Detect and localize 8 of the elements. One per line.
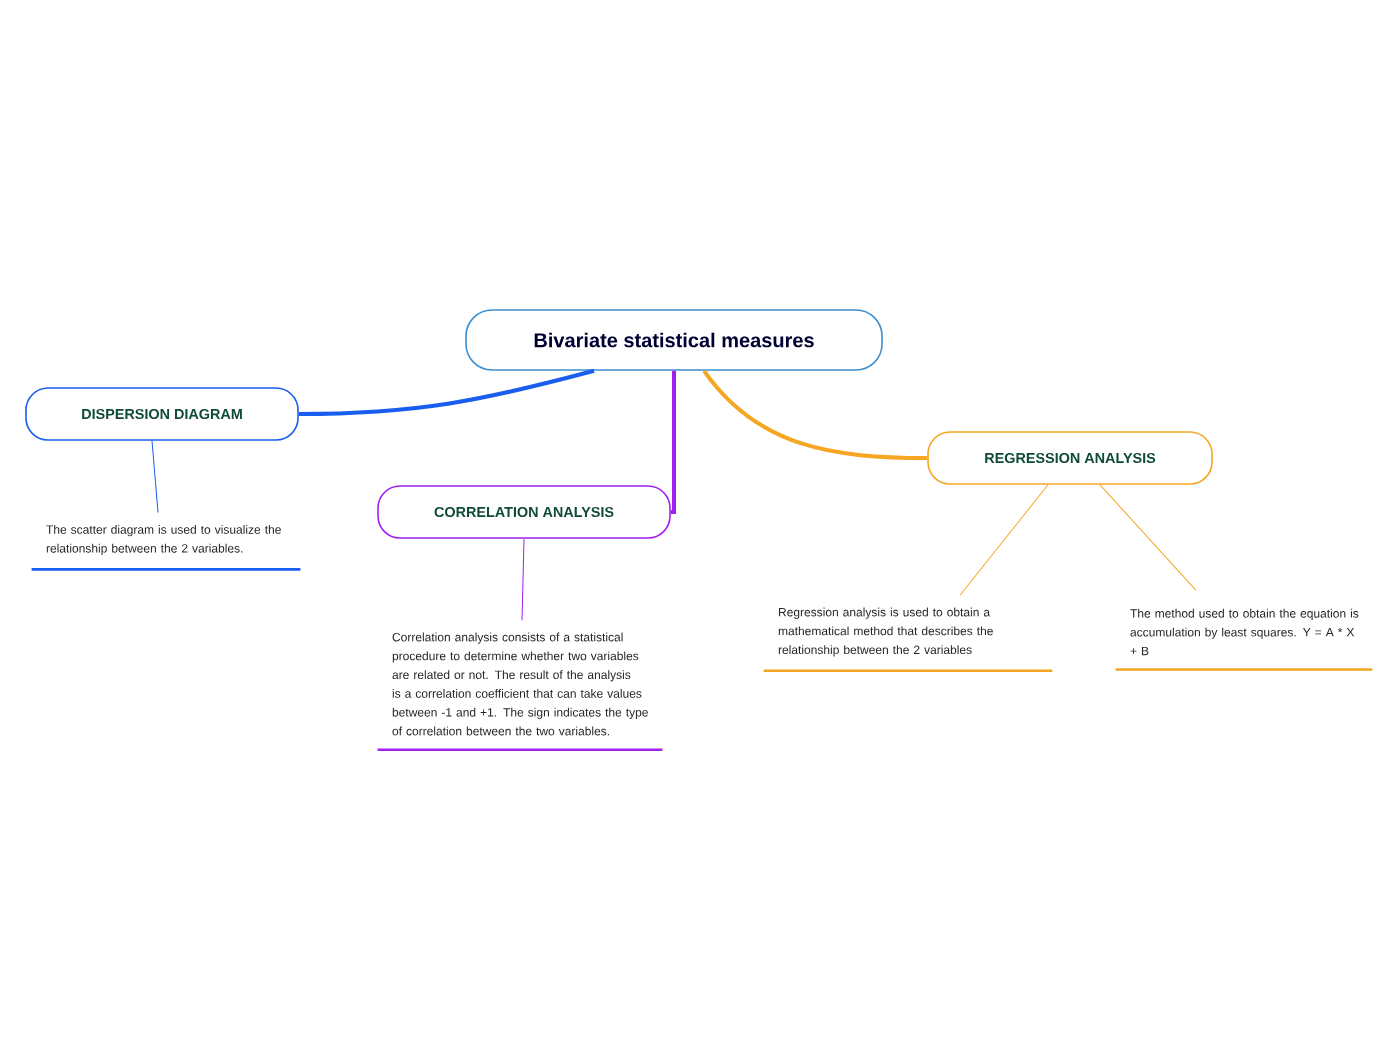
central-topic-box: Bivariate statistical measures <box>465 309 883 371</box>
connector-line <box>670 370 676 514</box>
connector-line <box>959 484 1049 596</box>
connector-line <box>1099 484 1197 591</box>
connector-line <box>702 369 928 460</box>
connector-line <box>151 440 159 514</box>
connector-line <box>521 538 525 621</box>
connector-line <box>298 368 595 416</box>
